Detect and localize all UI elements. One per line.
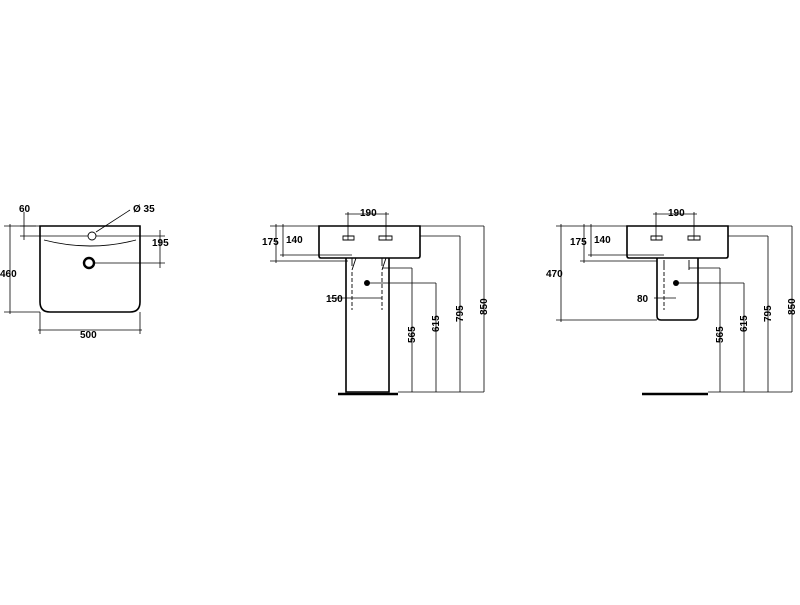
- basin-outline-plan: [39, 225, 141, 313]
- dim-label-470: 470: [546, 269, 563, 280]
- dim-label-500: 500: [80, 330, 97, 341]
- dim-label-795: 795: [763, 305, 774, 322]
- dim-label-850: 850: [479, 298, 490, 315]
- tap-left: [342, 235, 355, 241]
- dim-label-615: 615: [739, 315, 750, 332]
- dim-label-190: 190: [668, 208, 685, 219]
- dim-label-150: 150: [326, 294, 343, 305]
- tap-right: [378, 235, 393, 241]
- dim-label-195: 195: [152, 238, 169, 249]
- tap-left: [650, 235, 663, 241]
- dim-label-80: 80: [637, 294, 649, 305]
- tap-right: [687, 235, 701, 241]
- dim-label-565: 565: [407, 326, 418, 343]
- dim-label-190: 190: [360, 208, 377, 219]
- semi-pedestal-view: 190 175 140 470 80 565 615 795 850: [546, 208, 798, 396]
- waste-outlet: [82, 256, 96, 270]
- dim-label-565: 565: [715, 326, 726, 343]
- dim-label-tap-hole: Ø 35: [133, 204, 155, 215]
- pedestal-column: [345, 258, 390, 393]
- dim-label-60: 60: [19, 204, 31, 215]
- dim-label-460: 460: [0, 269, 17, 280]
- dim-label-615: 615: [431, 315, 442, 332]
- basin-outline-front: [318, 225, 421, 259]
- semi-pedestal-shroud: [656, 258, 699, 321]
- dim-label-140: 140: [286, 235, 303, 246]
- tap-hole: [87, 231, 97, 241]
- pedestal-view: 190 175 140 150 565 615 795 850: [262, 208, 490, 396]
- basin-outline-front: [626, 225, 729, 259]
- dim-label-140: 140: [594, 235, 611, 246]
- dim-label-850: 850: [787, 298, 798, 315]
- dim-label-175: 175: [570, 237, 587, 248]
- leader-tap-hole: [95, 209, 131, 233]
- basin-bowl-edge-plan: [43, 239, 137, 247]
- dim-label-795: 795: [455, 305, 466, 322]
- top-view: 60 Ø 35 195 460 500: [0, 204, 169, 341]
- dim-label-175: 175: [262, 237, 279, 248]
